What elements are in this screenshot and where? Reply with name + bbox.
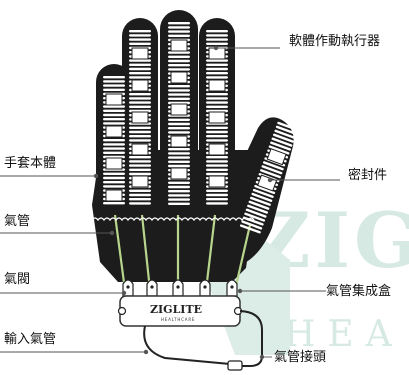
label-air-tube: 氣管 — [4, 214, 31, 229]
actuator-ring — [129, 30, 151, 205]
valve-5 — [226, 279, 238, 297]
leader-lines — [0, 47, 340, 358]
valve-4 — [199, 279, 211, 297]
cuff-wave — [91, 217, 255, 222]
logo-sub: HEALTHCARE — [161, 317, 195, 322]
actuator-little — [103, 76, 125, 205]
leader-dots — [93, 45, 273, 360]
label-tube-connector: 氣管接頭 — [274, 350, 327, 365]
actuator-middle — [168, 22, 190, 205]
valve-3 — [172, 279, 184, 297]
valve-group — [122, 279, 238, 297]
tube-connector — [227, 360, 243, 371]
label-seal: 密封件 — [348, 168, 388, 183]
glove-body — [92, 10, 294, 282]
label-manifold-box: 氣管集成盒 — [326, 284, 392, 299]
label-soft-actuator: 軟體作動執行器 — [289, 34, 381, 49]
input-tube — [143, 325, 231, 365]
label-input-tube: 輸入氣管 — [4, 332, 57, 347]
actuator-index — [206, 30, 228, 205]
watermark-small: HEA — [284, 314, 404, 355]
tube-group — [113, 214, 252, 291]
port-left — [117, 306, 127, 316]
logo-brand: ZIGLITE — [150, 303, 202, 316]
actuator-group — [103, 22, 299, 234]
label-air-valve: 氣閥 — [4, 272, 31, 287]
label-glove-body: 手套本體 — [4, 156, 57, 171]
actuator-thumb — [239, 121, 299, 234]
valve-2 — [146, 279, 158, 297]
